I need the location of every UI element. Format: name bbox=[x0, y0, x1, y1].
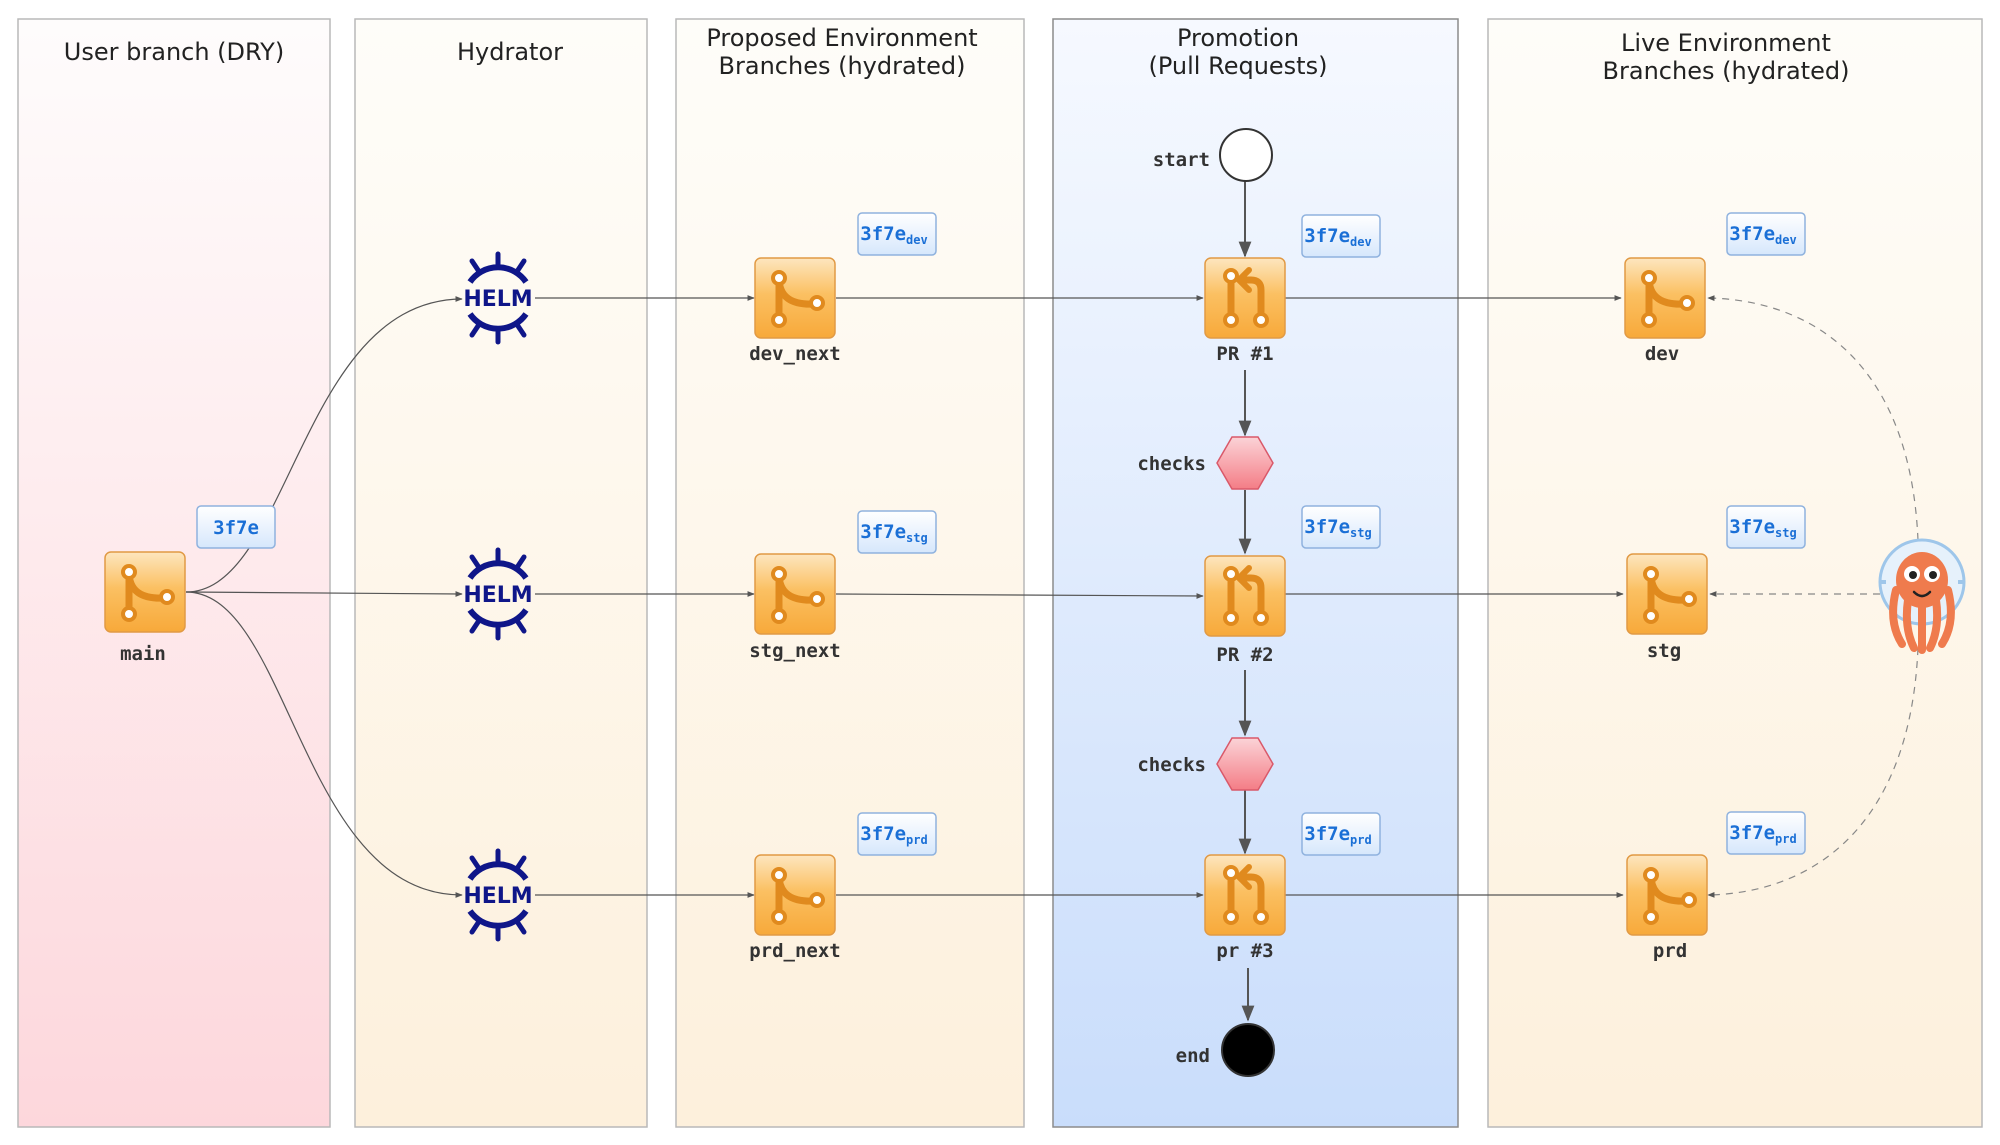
lane-title-proposed-line1: Proposed Environment bbox=[706, 24, 977, 52]
commit-tag-pr1: 3f7edev bbox=[1301, 214, 1381, 258]
commit-tag-prd-next-env: prd bbox=[906, 833, 928, 847]
helm-icon-dev: HELM bbox=[463, 254, 533, 342]
checks-label-2: checks bbox=[1137, 754, 1206, 776]
helm-label-dev: HELM bbox=[463, 287, 532, 312]
commit-tag-prd-next: 3f7eprd bbox=[857, 812, 937, 856]
commit-tag-stg-next: 3f7estg bbox=[857, 510, 937, 554]
svg-text:3f7edev: 3f7edev bbox=[1729, 223, 1796, 247]
git-branch-icon-dev bbox=[1625, 258, 1705, 338]
commit-tag-prd-hash: 3f7e bbox=[1729, 822, 1775, 844]
lane-hydrator bbox=[354, 18, 648, 1128]
commit-tag-dev-next-env: dev bbox=[906, 233, 928, 247]
commit-tag-prd: 3f7eprd bbox=[1726, 811, 1806, 855]
start-label: start bbox=[1153, 149, 1210, 171]
commit-tag-main: 3f7e bbox=[196, 505, 276, 549]
lane-title-promotion-line2: (Pull Requests) bbox=[1149, 52, 1328, 80]
commit-tag-stg-hash: 3f7e bbox=[1729, 516, 1775, 538]
branch-label-prd-next: prd_next bbox=[749, 940, 841, 962]
start-node bbox=[1219, 128, 1273, 182]
git-branch-icon-stg-next bbox=[755, 554, 835, 634]
commit-tag-prd-env: prd bbox=[1775, 832, 1797, 846]
git-branch-icon-stg bbox=[1627, 554, 1707, 634]
branch-label-stg-next: stg_next bbox=[749, 640, 841, 662]
end-node bbox=[1221, 1023, 1275, 1077]
pr-label-2: PR #2 bbox=[1216, 644, 1273, 666]
pr-label-3: pr #3 bbox=[1216, 940, 1273, 962]
pr-label-1: PR #1 bbox=[1216, 343, 1273, 365]
helm-label-prd: HELM bbox=[463, 884, 532, 909]
commit-tag-prd-next-hash: 3f7e bbox=[860, 823, 906, 845]
argo-octopus-icon bbox=[1878, 538, 1966, 654]
edge-argo-to-prd bbox=[1707, 647, 1919, 898]
svg-text:3f7eprd: 3f7eprd bbox=[1304, 823, 1371, 847]
commit-tag-dev-hash: 3f7e bbox=[1729, 223, 1775, 245]
lane-title-hydrator: Hydrator bbox=[457, 38, 563, 66]
commit-tag-pr2: 3f7estg bbox=[1301, 505, 1381, 549]
commit-tag-dev-env: dev bbox=[1775, 233, 1797, 247]
edge-main-to-helm-prd bbox=[185, 591, 463, 898]
checks-gate-2 bbox=[1216, 737, 1274, 791]
svg-text:3f7edev: 3f7edev bbox=[860, 223, 927, 247]
commit-tag-dev: 3f7edev bbox=[1726, 212, 1806, 256]
commit-tag-dev-next: 3f7edev bbox=[857, 212, 937, 256]
checks-gate-1 bbox=[1216, 436, 1274, 490]
lane-title-proposed-line2: Branches (hydrated) bbox=[719, 52, 966, 80]
edge-main-to-helm-stg bbox=[185, 591, 463, 597]
helm-icon-stg: HELM bbox=[463, 550, 533, 638]
branch-label-stg: stg bbox=[1647, 640, 1681, 662]
commit-tag-dev-next-hash: 3f7e bbox=[860, 223, 906, 245]
checks-label-1: checks bbox=[1137, 453, 1206, 475]
pull-request-icon-2 bbox=[1205, 556, 1285, 636]
commit-tag-pr1-env: dev bbox=[1350, 235, 1372, 249]
edge-argo-to-dev bbox=[1707, 295, 1919, 541]
svg-text:3f7estg: 3f7estg bbox=[1304, 516, 1371, 540]
branch-label-main: main bbox=[120, 643, 166, 665]
svg-text:3f7eprd: 3f7eprd bbox=[860, 823, 927, 847]
lane-title-user-branch: User branch (DRY) bbox=[64, 38, 284, 66]
git-branch-icon-prd bbox=[1627, 855, 1707, 935]
helm-icon-prd: HELM bbox=[463, 851, 533, 939]
commit-tag-stg-next-env: stg bbox=[906, 531, 928, 545]
branch-label-prd: prd bbox=[1653, 940, 1687, 962]
branch-label-dev: dev bbox=[1645, 343, 1679, 365]
git-branch-icon-dev-next bbox=[755, 258, 835, 338]
lane-proposed-branches bbox=[675, 18, 1025, 1128]
commit-tag-pr2-hash: 3f7e bbox=[1304, 516, 1350, 538]
commit-tag-pr1-hash: 3f7e bbox=[1304, 225, 1350, 247]
lane-title-live-line1: Live Environment bbox=[1621, 29, 1831, 57]
svg-text:3f7eprd: 3f7eprd bbox=[1729, 822, 1796, 846]
git-branch-icon-prd-next bbox=[755, 855, 835, 935]
commit-tag-pr3: 3f7eprd bbox=[1301, 812, 1381, 856]
commit-tag-pr2-env: stg bbox=[1350, 526, 1372, 540]
pull-request-icon-1 bbox=[1205, 258, 1285, 338]
svg-text:3f7estg: 3f7estg bbox=[860, 521, 927, 545]
lane-title-promotion-line1: Promotion bbox=[1177, 24, 1299, 52]
commit-tag-stg: 3f7estg bbox=[1726, 505, 1806, 549]
commit-tag-stg-next-hash: 3f7e bbox=[860, 521, 906, 543]
git-branch-icon-main bbox=[105, 552, 185, 632]
helm-label-stg: HELM bbox=[463, 583, 532, 608]
commit-tag-main-text: 3f7e bbox=[213, 517, 259, 539]
svg-text:3f7edev: 3f7edev bbox=[1304, 225, 1371, 249]
commit-tag-stg-env: stg bbox=[1775, 526, 1797, 540]
edge-main-to-helm-dev bbox=[185, 296, 463, 593]
branch-label-dev-next: dev_next bbox=[749, 343, 841, 365]
edge-stg-next-to-pr2 bbox=[835, 593, 1204, 599]
lane-title-live-line2: Branches (hydrated) bbox=[1603, 57, 1850, 85]
commit-tag-pr3-hash: 3f7e bbox=[1304, 823, 1350, 845]
end-label: end bbox=[1176, 1045, 1210, 1067]
pull-request-icon-3 bbox=[1205, 855, 1285, 935]
svg-text:3f7estg: 3f7estg bbox=[1729, 516, 1796, 540]
commit-tag-pr3-env: prd bbox=[1350, 833, 1372, 847]
